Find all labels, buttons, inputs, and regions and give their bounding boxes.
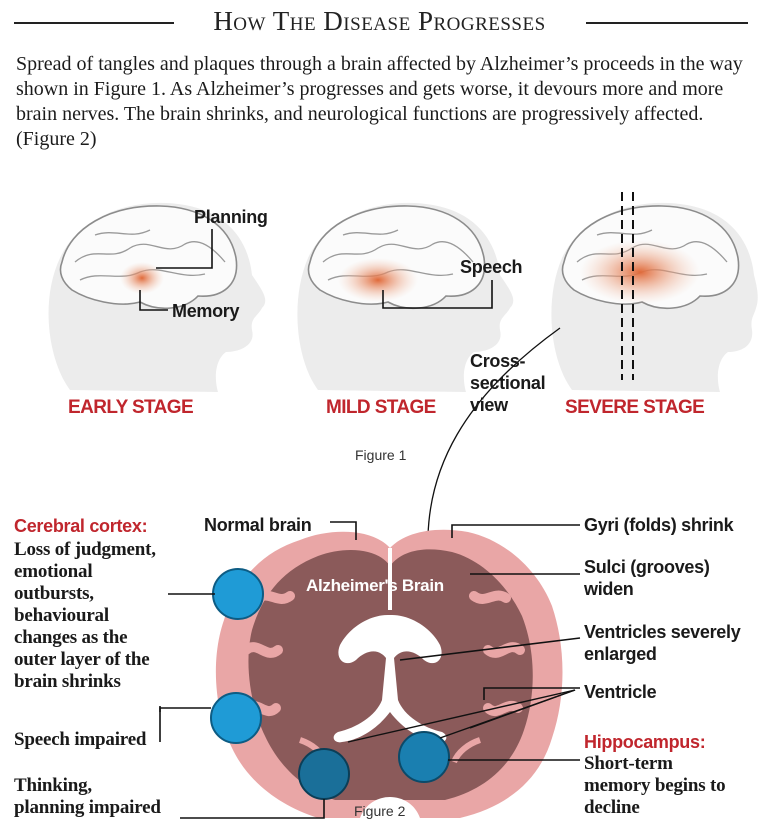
label-cross-section: Cross- sectional view xyxy=(470,351,546,415)
figure2-caption: Figure 2 xyxy=(354,803,406,819)
memory-leader xyxy=(139,290,168,311)
stage-severe: SEVERE STAGE xyxy=(565,397,705,418)
brain-label: Alzheimer's Brain xyxy=(306,576,444,595)
normal-brain-leader xyxy=(330,521,357,540)
gyri-leader xyxy=(451,524,580,538)
ventricles xyxy=(333,614,447,743)
speech-leader xyxy=(382,280,493,309)
head-early-stage xyxy=(48,202,266,392)
marker-cerebral-cortex xyxy=(212,568,264,620)
ventricles-leader xyxy=(399,637,581,661)
thinking-leader xyxy=(180,799,325,819)
head-severe-stage xyxy=(551,192,758,392)
sulci-text: Sulci (grooves) widen xyxy=(584,557,710,599)
speech-impaired-leader xyxy=(159,707,211,712)
gyri-text: Gyri (folds) shrink xyxy=(584,515,734,535)
normal-brain-text: Normal brain xyxy=(204,515,312,535)
speech-impaired-text: Speech impaired xyxy=(14,729,147,750)
label-memory: Memory xyxy=(172,301,240,321)
cross-section-connector xyxy=(427,327,561,537)
cortex-text: Loss of judgment, emotional outbursts, b… xyxy=(14,539,156,692)
marker-thinking xyxy=(298,748,350,800)
label-speech: Speech xyxy=(460,257,523,277)
marker-hippocampus xyxy=(398,731,450,783)
ventricle-text: Ventricle xyxy=(584,682,657,702)
cortex-title: Cerebral cortex: xyxy=(14,516,148,536)
stage-early: EARLY STAGE xyxy=(68,397,194,418)
intro-paragraph: Spread of tangles and plaques through a … xyxy=(16,53,743,150)
thinking-text: Thinking, planning impaired xyxy=(14,775,161,818)
title-rule-right xyxy=(586,22,748,24)
planning-leader xyxy=(156,229,213,269)
hippocampus-text: Short-term memory begins to decline xyxy=(584,753,726,818)
hippocampus-title: Hippocampus: xyxy=(584,732,706,752)
label-planning: Planning xyxy=(194,207,268,227)
ventricles-text: Ventricles severely enlarged xyxy=(584,622,741,664)
page-title: How The Disease Progresses xyxy=(0,6,759,37)
head-mild-stage xyxy=(297,202,514,392)
title-rule-left xyxy=(14,22,174,24)
stage-mild: MILD STAGE xyxy=(326,397,436,418)
marker-speech xyxy=(210,692,262,744)
figure1-caption: Figure 1 xyxy=(355,447,407,463)
